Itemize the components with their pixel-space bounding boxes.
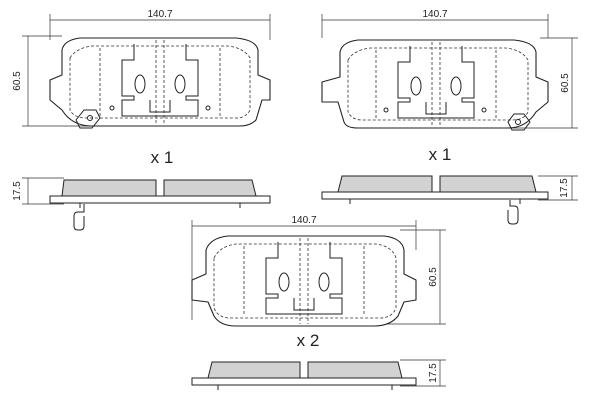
wear-sensor-clip	[73, 204, 85, 231]
height-dimension: 60.5	[380, 229, 446, 325]
small-hole	[205, 105, 211, 111]
thickness-label: 17.5	[559, 178, 570, 198]
quantity-label-top-left: x 1	[151, 148, 174, 167]
pad-outline	[191, 235, 417, 327]
height-label: 60.5	[560, 73, 571, 93]
thickness-dimension: 17.5	[12, 177, 64, 205]
quantity-label-top-right: x 1	[429, 145, 452, 164]
width-dimension: 140.7	[49, 9, 271, 40]
width-dimension: 140.7	[191, 215, 417, 320]
pad-outline	[321, 39, 549, 129]
backing-plate	[321, 191, 549, 200]
width-label: 140.7	[291, 215, 316, 226]
wear-indicator	[507, 113, 531, 131]
thickness-label: 17.5	[428, 363, 439, 383]
right-oval-boss	[450, 76, 462, 96]
pad-top-right: 140.7 60.5	[321, 9, 578, 131]
height-label: 60.5	[12, 71, 23, 91]
side-view-top-left: 17.5	[12, 177, 271, 231]
width-label: 140.7	[422, 9, 447, 20]
friction-block-right	[163, 179, 257, 197]
wear-sensor-clip	[507, 200, 519, 225]
friction-outline	[213, 243, 397, 319]
thickness-dimension: 17.5	[538, 175, 578, 201]
backing-plate	[49, 195, 271, 204]
left-oval-boss	[410, 76, 422, 96]
left-oval-boss	[278, 272, 290, 292]
backing-plate-cutout	[265, 242, 343, 315]
small-hole	[109, 105, 115, 111]
width-dimension: 140.7	[321, 9, 549, 38]
left-oval-boss	[134, 74, 146, 94]
small-hole	[383, 107, 389, 113]
backing-plate-cutout	[397, 46, 475, 119]
pad-bottom-center: 140.7 60.5	[191, 215, 446, 327]
backing-plate-cutout	[121, 44, 199, 117]
backing-plate	[191, 377, 417, 386]
width-label: 140.7	[147, 9, 172, 20]
right-oval-boss	[318, 272, 330, 292]
pad-outline	[49, 37, 271, 127]
pad-top-left: 140.7 60.5	[12, 9, 271, 129]
right-oval-boss	[174, 74, 186, 94]
side-view-top-right: 17.5	[321, 175, 578, 225]
friction-block-left	[61, 179, 157, 197]
friction-block-left	[207, 361, 301, 379]
quantity-label-bottom: x 2	[297, 331, 320, 350]
small-hole	[481, 107, 487, 113]
thickness-dimension: 17.5	[400, 359, 446, 387]
friction-block-left	[337, 175, 433, 193]
height-label: 60.5	[428, 267, 439, 287]
friction-block-right	[439, 175, 537, 193]
friction-block-right	[307, 361, 403, 379]
side-view-bottom-center: 17.5	[191, 359, 446, 390]
thickness-label: 17.5	[12, 181, 23, 201]
wear-indicator	[75, 109, 101, 129]
